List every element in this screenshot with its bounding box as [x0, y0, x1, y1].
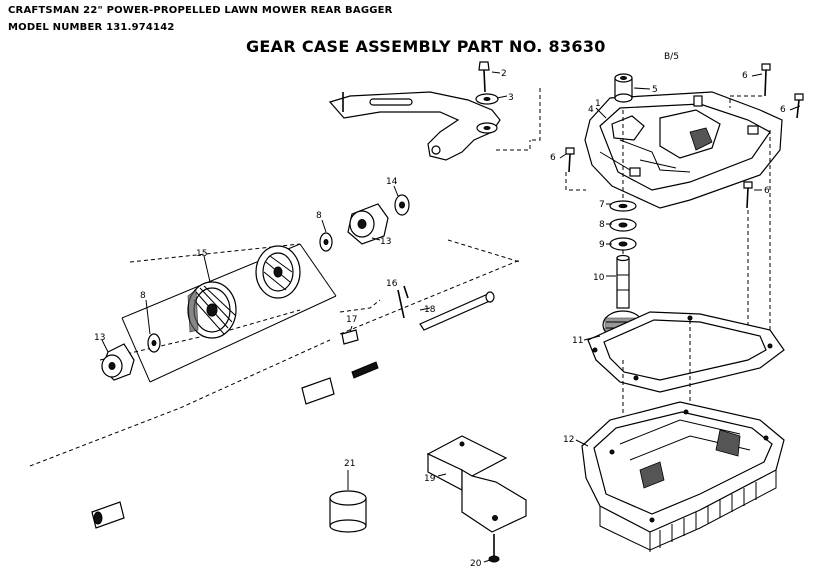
screw-part-6-top — [761, 63, 771, 97]
bearing-part-13-left — [101, 343, 135, 381]
callout-6-left: 6 — [550, 153, 556, 163]
axle-part-18 — [419, 291, 495, 331]
callout-9: 9 — [599, 240, 605, 250]
bracket-part-1 — [328, 91, 501, 161]
callout-19: 19 — [424, 474, 436, 484]
callout-14: 14 — [386, 177, 398, 187]
callout-20: 20 — [470, 559, 482, 569]
gasket-part-11 — [587, 311, 785, 393]
bolt-part-2 — [478, 61, 490, 93]
washer-part-14 — [394, 194, 410, 216]
callout-13-left: 13 — [94, 333, 105, 343]
callout-18: 18 — [424, 305, 436, 315]
callout-10: 10 — [593, 273, 605, 283]
screw-part-20 — [488, 534, 500, 563]
callout-1: 1 — [595, 99, 601, 109]
callout-16: 16 — [386, 279, 398, 289]
washer-part-8 — [609, 218, 637, 232]
washer-part-8-mid — [319, 232, 333, 252]
gear-case-housing-part-12 — [581, 401, 785, 552]
screw-part-6-lower-right — [743, 181, 753, 209]
washer-part-8-left — [147, 333, 161, 353]
bushing-part-5 — [614, 73, 633, 103]
callout-17: 17 — [346, 315, 357, 325]
callout-2: 2 — [501, 69, 507, 79]
worm-shaft-part-10 — [616, 254, 630, 309]
washer-part-3 — [475, 93, 499, 134]
pin-part-16 — [397, 285, 409, 319]
callout-8: 8 — [599, 220, 605, 230]
header-line-1: CRAFTSMAN 22" POWER-PROPELLED LAWN MOWER… — [8, 5, 393, 16]
callout-6-right: 6 — [780, 105, 786, 115]
diagram-title: GEAR CASE ASSEMBLY PART NO. 83630 — [246, 37, 606, 56]
callout-3: 3 — [508, 93, 514, 103]
callout-6-top: 6 — [742, 71, 748, 81]
callout-6-lower: 6 — [764, 186, 770, 196]
cap-part-21 — [329, 490, 367, 533]
bearing-part-13-right — [347, 203, 389, 245]
shaft-end — [91, 501, 125, 529]
callout-8-left: 8 — [140, 291, 146, 301]
washer-part-7 — [609, 200, 637, 212]
callout-15: 15 — [196, 249, 207, 259]
corner-mark: B/5 — [664, 52, 679, 62]
callout-5: 5 — [652, 85, 658, 95]
callout-7: 7 — [599, 200, 605, 210]
header-line-2-model-number: MODEL NUMBER 131.974142 — [8, 22, 175, 33]
clutch-hub-part-15 — [255, 245, 301, 299]
key-part-17 — [341, 329, 379, 379]
bracket-part-19 — [426, 435, 527, 533]
screw-part-6-left — [565, 147, 575, 173]
callout-4: 4 — [588, 105, 594, 115]
gear-part-15 — [187, 281, 237, 339]
callout-13-right: 13 — [380, 237, 391, 247]
leader-lines — [101, 73, 801, 563]
callout-11: 11 — [572, 336, 583, 346]
callout-labels: 1 2 3 4 5 6 6 6 6 7 8 9 10 11 12 13 13 8… — [94, 69, 786, 569]
shaft-segment — [301, 377, 335, 405]
gear-case-cover-part-4 — [584, 91, 783, 209]
washer-part-9 — [609, 237, 637, 251]
callout-21: 21 — [344, 459, 355, 469]
screw-part-6-right — [794, 93, 804, 119]
callout-12: 12 — [563, 435, 574, 445]
callout-8-mid: 8 — [316, 211, 322, 221]
